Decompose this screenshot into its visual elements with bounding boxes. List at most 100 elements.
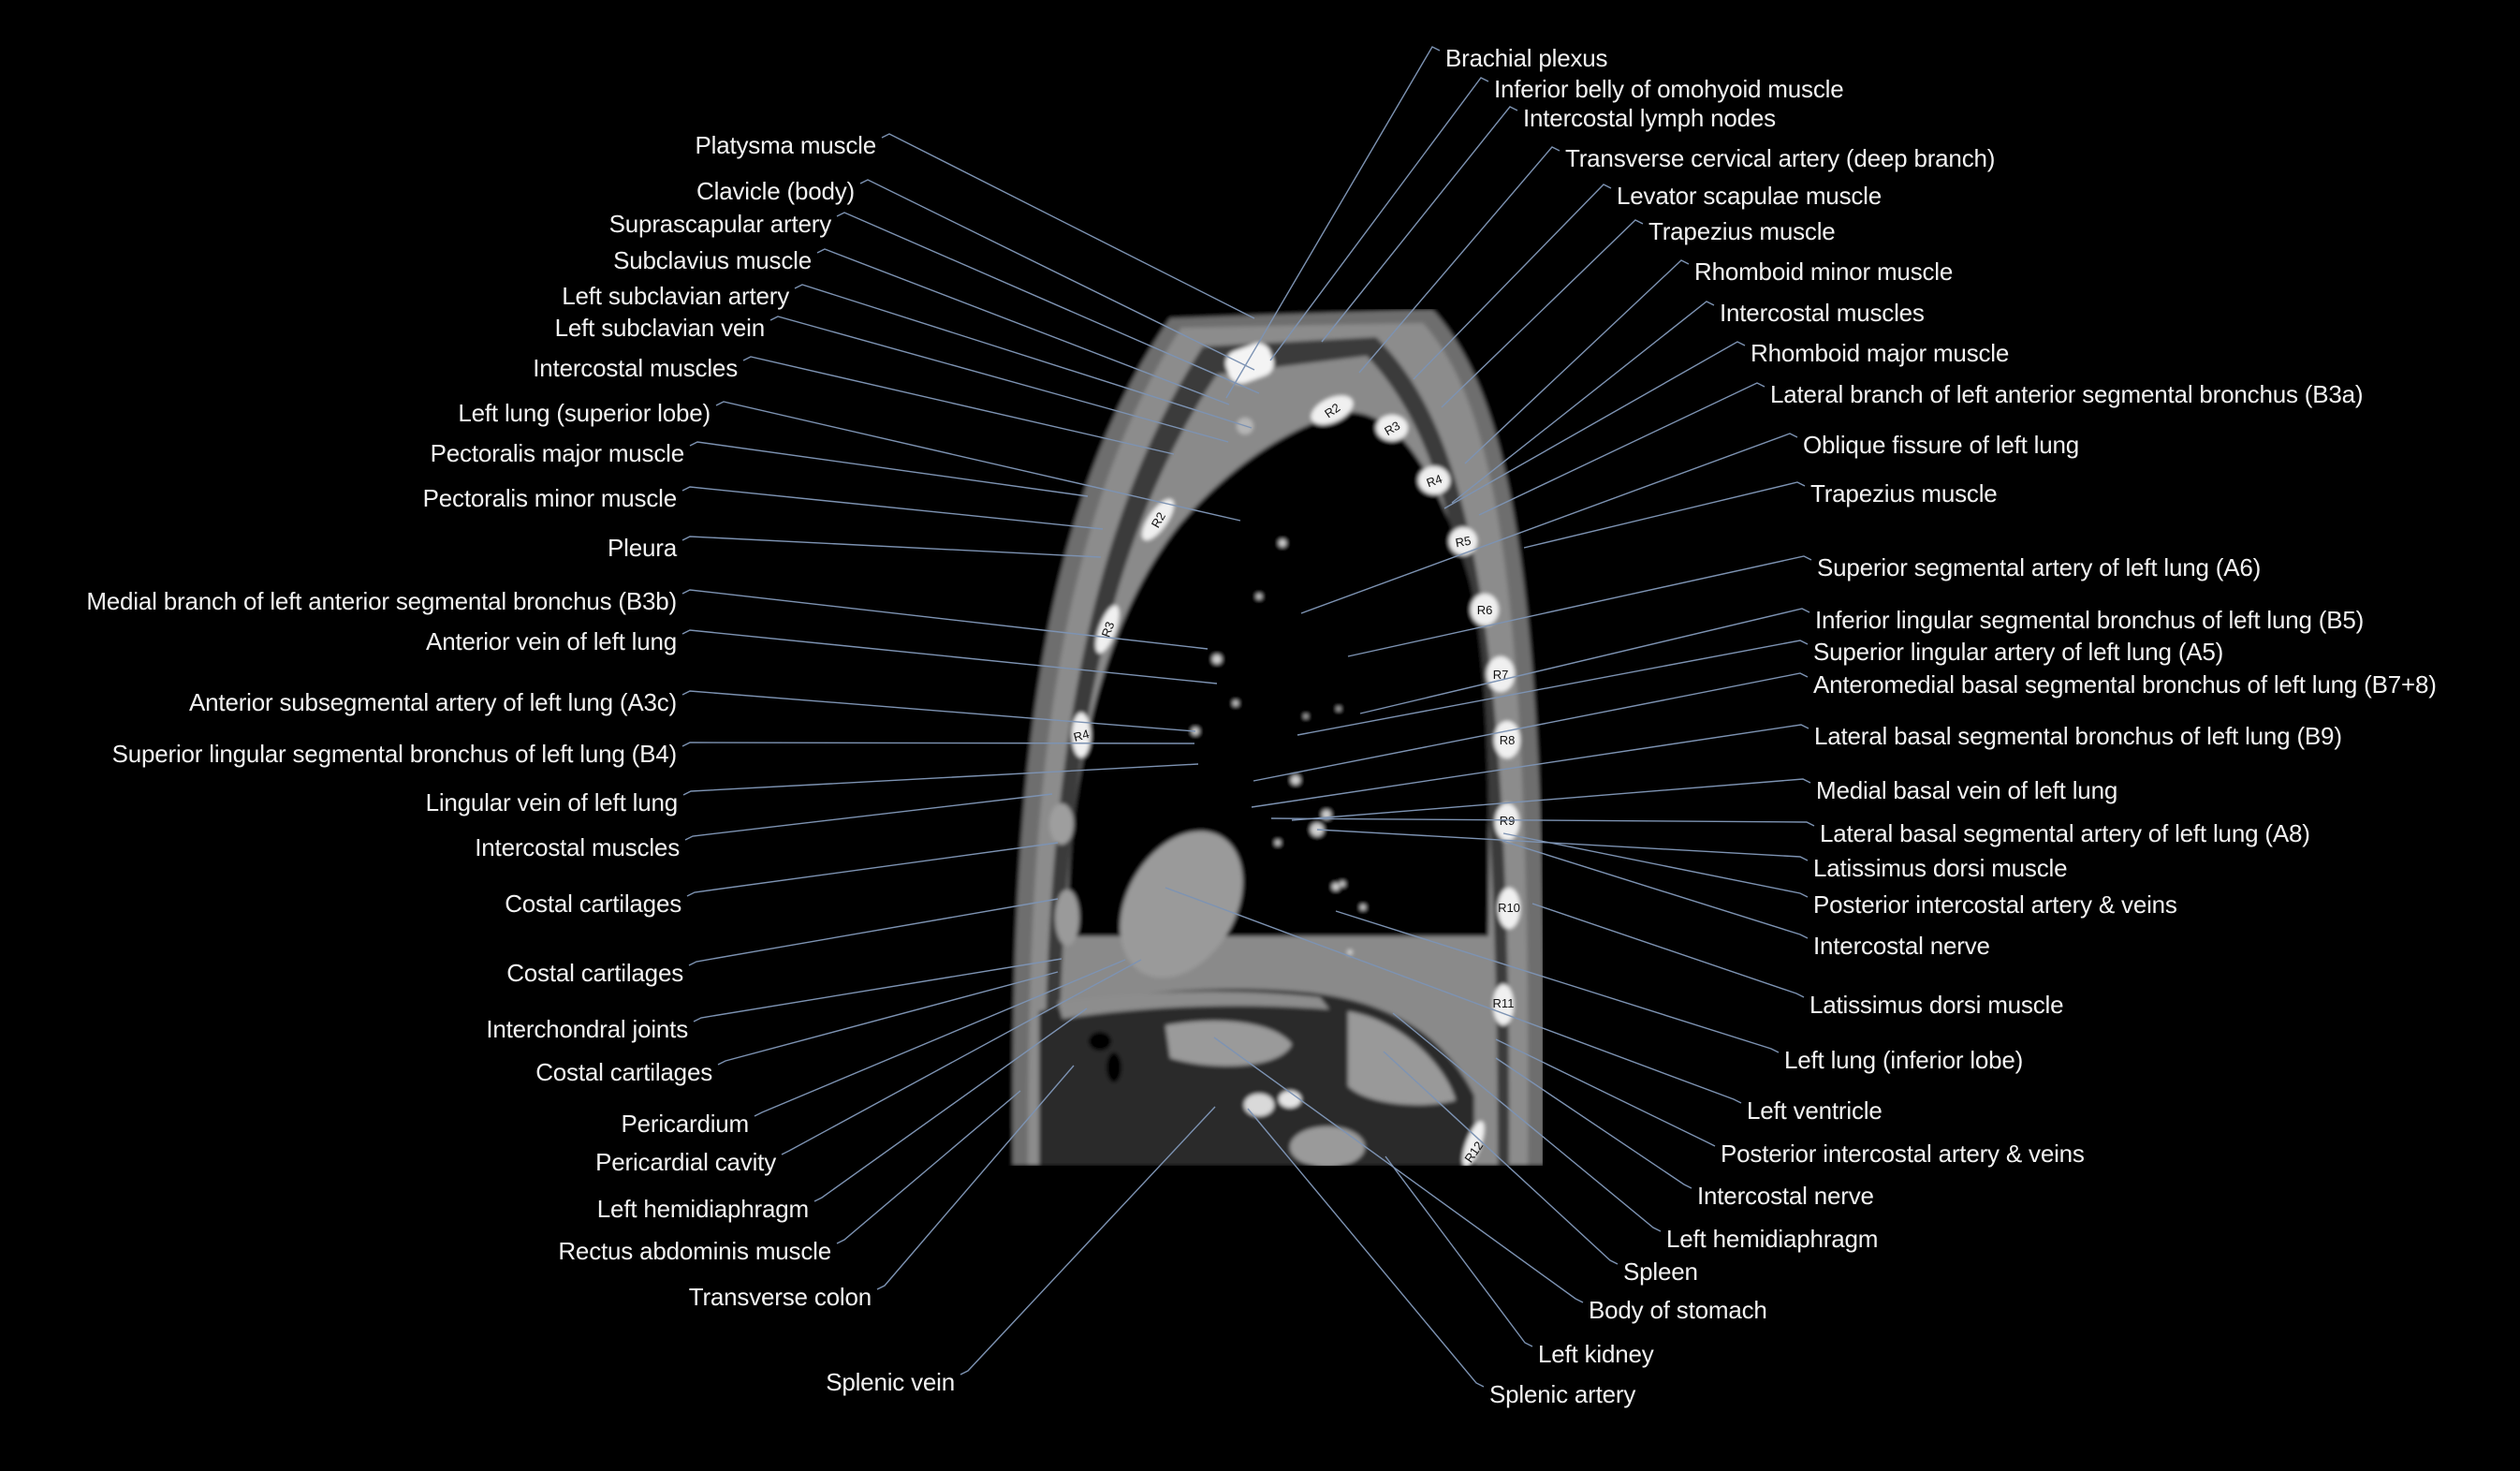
- anatomy-label: Medial basal vein of left lung: [1816, 776, 2118, 804]
- anatomy-label: Brachial plexus: [1445, 44, 1608, 72]
- leader-line: [1443, 341, 1746, 509]
- leader-line: [1251, 724, 1809, 808]
- anatomy-label: Left kidney: [1538, 1340, 1654, 1368]
- leader-line: [769, 316, 1229, 443]
- leader-line: [1165, 887, 1742, 1104]
- anatomy-label: Intercostal muscles: [1720, 299, 1925, 327]
- leader-line: [876, 1065, 1075, 1290]
- leader-line: [681, 486, 1104, 530]
- leader-line: [1495, 1038, 1716, 1147]
- leader-line: [1502, 832, 1809, 898]
- anatomy-label: Pleura: [608, 534, 677, 562]
- leader-line: [1316, 829, 1809, 861]
- anatomy-label: Left subclavian artery: [562, 282, 789, 310]
- anatomy-label: Transverse colon: [688, 1283, 872, 1311]
- anatomy-label: Costal cartilages: [535, 1058, 712, 1086]
- leader-line: [689, 441, 1089, 497]
- anatomy-label: Suprascapular artery: [608, 210, 832, 238]
- rib-number-label: R3: [1382, 419, 1402, 438]
- leader-line: [684, 793, 1053, 841]
- rib-number-label: R2: [1149, 509, 1168, 530]
- anatomy-label: Splenic artery: [1489, 1380, 1636, 1408]
- anatomy-label: Latissimus dorsi muscle: [1813, 854, 2068, 882]
- leader-line: [1270, 817, 1815, 827]
- anatomy-label: Pericardium: [621, 1110, 749, 1138]
- anatomy-label: Subclavius muscle: [613, 246, 812, 274]
- anatomy-label: Superior lingular artery of left lung (A…: [1813, 638, 2224, 666]
- leader-line: [1335, 910, 1780, 1053]
- leader-line: [1359, 608, 1810, 714]
- anatomy-label: Left lung (superior lobe): [458, 399, 711, 427]
- rib-number-label: R5: [1455, 534, 1472, 551]
- leader-line: [836, 1090, 1021, 1244]
- anatomy-label: Medial branch of left anterior segmental…: [86, 587, 677, 615]
- leader-line: [681, 742, 1195, 747]
- rib-number-label: R6: [1477, 603, 1493, 617]
- leader-line: [1247, 1108, 1485, 1388]
- anatomy-label: Superior segmental artery of left lung (…: [1817, 553, 2262, 581]
- leader-line: [1225, 46, 1441, 399]
- leader-line: [693, 958, 1062, 1022]
- anatomy-label: Lateral basal segmental artery of left l…: [1820, 819, 2310, 847]
- leader-line: [881, 133, 1255, 319]
- anatomy-label: Posterior intercostal artery & veins: [1813, 890, 2177, 919]
- leader-line: [781, 959, 1142, 1155]
- anatomy-label: Left hemidiaphragm: [1666, 1225, 1879, 1253]
- anatomy-label: Left subclavian vein: [554, 314, 766, 342]
- leader-line: [1523, 481, 1806, 549]
- anatomy-label: Rhomboid minor muscle: [1694, 257, 1954, 286]
- anatomy-label: Pericardial cavity: [595, 1148, 776, 1176]
- anatomy-label: Intercostal nerve: [1697, 1182, 1874, 1210]
- rib-number-label: R4: [1072, 727, 1091, 744]
- anatomy-label: Pectoralis minor muscle: [422, 484, 678, 512]
- rib-number-label: R3: [1099, 620, 1118, 640]
- leader-line: [1300, 433, 1798, 614]
- anatomy-label: Inferior belly of omohyoid muscle: [1494, 75, 1844, 103]
- leader-line: [1441, 219, 1644, 408]
- anatomy-label: Costal cartilages: [506, 959, 683, 987]
- leader-line: [1478, 382, 1765, 516]
- leader-line: [681, 536, 1102, 558]
- anatomy-label: Platysma muscle: [695, 131, 877, 159]
- leader-line: [1269, 77, 1489, 361]
- leader-line: [1291, 778, 1811, 821]
- anatomy-label: Anteromedial basal segmental bronchus of…: [1813, 670, 2437, 699]
- leader-line: [688, 898, 1059, 966]
- leader-line: [681, 589, 1209, 650]
- leader-line: [794, 284, 1253, 429]
- leader-line: [1385, 1155, 1533, 1347]
- leader-line: [1464, 259, 1690, 464]
- leader-line: [715, 401, 1241, 522]
- anatomy-label: Rectus abdominis muscle: [558, 1237, 831, 1265]
- anatomy-label: Intercostal lymph nodes: [1523, 104, 1776, 132]
- anatomy-label: Pectoralis major muscle: [430, 439, 685, 467]
- rib-number-label: R11: [1493, 996, 1515, 1010]
- leader-line: [859, 179, 1255, 371]
- anatomy-label: Clavicle (body): [696, 177, 855, 205]
- anatomy-label: Spleen: [1623, 1258, 1698, 1286]
- leader-line: [1213, 1037, 1584, 1303]
- leader-line: [681, 690, 1196, 732]
- anatomy-label: Anterior subsegmental artery of left lun…: [189, 688, 677, 716]
- anatomy-label: Lingular vein of left lung: [425, 788, 679, 816]
- anatomy-label: Splenic vein: [826, 1368, 955, 1396]
- anatomy-label: Anterior vein of left lung: [426, 627, 677, 655]
- anatomy-label: Levator scapulae muscle: [1617, 182, 1882, 210]
- leader-line: [1253, 672, 1809, 782]
- leader-line: [681, 629, 1218, 684]
- anatomy-label: Posterior intercostal artery & veins: [1721, 1140, 2085, 1168]
- anatomy-label: Transverse cervical artery (deep branch): [1565, 144, 1996, 172]
- anatomy-label: Intercostal muscles: [533, 354, 738, 382]
- leader-line: [1321, 106, 1518, 343]
- leader-line: [813, 1008, 1088, 1202]
- anatomy-label: Inferior lingular segmental bronchus of …: [1815, 606, 2365, 634]
- anatomy-label: Left hemidiaphragm: [596, 1195, 809, 1223]
- anatomy-label: Oblique fissure of left lung: [1803, 431, 2080, 459]
- leader-line: [1502, 840, 1809, 939]
- anatomy-label: Costal cartilages: [505, 890, 681, 918]
- rib-number-label: R4: [1425, 472, 1444, 491]
- leader-line: [682, 763, 1199, 796]
- anatomy-label: Superior lingular segmental bronchus of …: [111, 740, 678, 768]
- rib-number-label: R8: [1500, 733, 1516, 747]
